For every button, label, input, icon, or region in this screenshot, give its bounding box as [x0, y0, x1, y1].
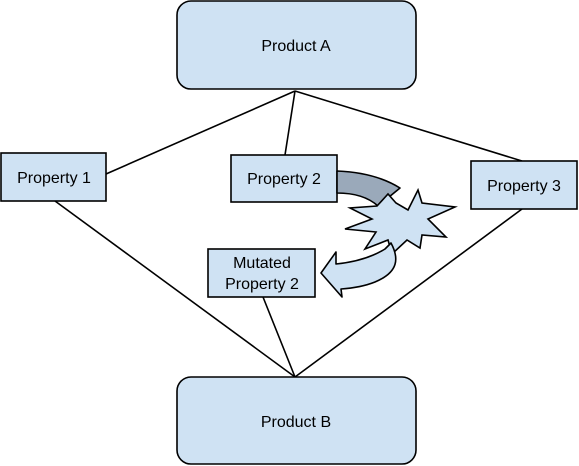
node-property-1[interactable]: Property 1 — [0, 152, 107, 202]
edge-product-a-property-3 — [294, 90, 523, 162]
property-2-box — [230, 154, 338, 203]
node-mutated-property-2[interactable]: Mutated Property 2 — [207, 248, 316, 298]
edge-product-a-property-1 — [105, 90, 296, 175]
mutated-property-2-label-line1: Mutated — [233, 255, 291, 272]
product-b-label: Product B — [261, 414, 331, 431]
node-property-2[interactable]: Property 2 — [230, 154, 338, 203]
property-1-label: Property 1 — [17, 170, 91, 187]
edge-mutated-property-2-product-b — [262, 296, 296, 378]
property-3-box — [470, 160, 578, 210]
mutated-property-2-box — [207, 248, 316, 298]
product-b-box — [176, 376, 417, 465]
product-a-box — [176, 0, 417, 90]
product-a-label: Product A — [261, 38, 331, 55]
starburst-icon — [344, 187, 458, 256]
node-product-a[interactable]: Product A — [176, 0, 417, 90]
connectors — [54, 90, 523, 378]
curved-arrow-light-icon — [320, 242, 397, 298]
property-2-label: Property 2 — [247, 171, 321, 188]
property-1-box — [0, 152, 107, 202]
mutated-property-2-label-line2: Property 2 — [225, 276, 299, 293]
property-3-label: Property 3 — [487, 178, 561, 195]
edge-property-3-product-b — [294, 208, 523, 378]
node-property-3[interactable]: Property 3 — [470, 160, 578, 210]
edge-product-a-property-2 — [284, 90, 296, 156]
node-product-b[interactable]: Product B — [176, 376, 417, 465]
edge-property-1-product-b — [54, 200, 296, 378]
